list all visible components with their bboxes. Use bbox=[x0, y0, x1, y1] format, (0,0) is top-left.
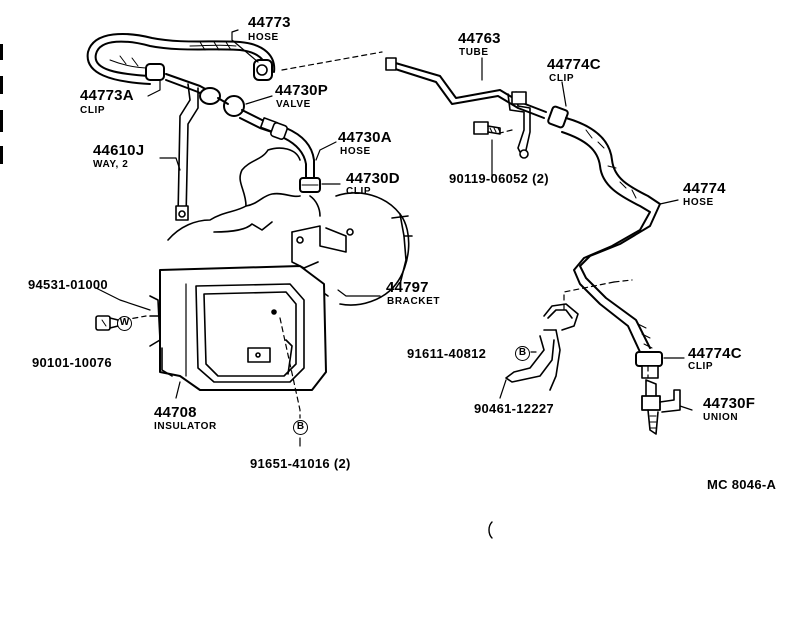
part-number-44797: 44797 bbox=[386, 279, 429, 296]
part-name-44797: BRACKET bbox=[387, 296, 441, 307]
part-name-44730a: HOSE bbox=[340, 146, 371, 157]
part-name-44730d: CLIP bbox=[346, 186, 372, 197]
part-name-44730f: UNION bbox=[703, 412, 739, 423]
part-number-44730d: 44730D bbox=[346, 170, 400, 187]
stray-mark bbox=[488, 521, 493, 539]
code-90101-10076: 90101-10076 bbox=[32, 355, 112, 370]
scan-edge-mark bbox=[0, 76, 3, 94]
part-number-44773: 44773 bbox=[248, 14, 291, 31]
insulator-44708-drawing bbox=[149, 265, 327, 391]
part-number-44610j: 44610J bbox=[93, 142, 145, 159]
part-name-44774c-top: CLIP bbox=[549, 73, 575, 84]
part-name-44708: INSULATOR bbox=[154, 421, 217, 432]
part-name-44773a: CLIP bbox=[80, 105, 106, 116]
part-name-44774c-bottom: CLIP bbox=[688, 361, 714, 372]
part-number-44708: 44708 bbox=[154, 404, 197, 421]
part-number-44774c-bottom: 44774C bbox=[688, 345, 742, 362]
code-91651-41016: 91651-41016 (2) bbox=[250, 456, 351, 471]
part-number-44730a: 44730A bbox=[338, 129, 392, 146]
part-number-44763: 44763 bbox=[458, 30, 501, 47]
scan-edge-mark bbox=[0, 44, 3, 60]
bolt-90119-drawing bbox=[473, 121, 501, 135]
way-44610j-drawing bbox=[175, 83, 199, 221]
part-number-44730p: 44730P bbox=[275, 82, 328, 99]
part-name-44774: HOSE bbox=[683, 197, 714, 208]
diagram-reference-code: MC 8046-A bbox=[707, 477, 777, 492]
union-44730f-drawing bbox=[641, 379, 681, 435]
scan-edge-mark bbox=[0, 146, 3, 164]
leader-lines bbox=[95, 29, 693, 447]
part-name-44773: HOSE bbox=[248, 32, 279, 43]
marker-b: B bbox=[515, 346, 530, 361]
bracket-90461-drawing bbox=[505, 303, 579, 391]
part-number-44773a: 44773A bbox=[80, 87, 134, 104]
hose-44773-drawing bbox=[86, 33, 276, 103]
bolt-90101-drawing bbox=[95, 315, 119, 331]
hose-44774-drawing bbox=[561, 117, 663, 379]
marker-w: W bbox=[117, 316, 132, 331]
code-94531-01000: 94531-01000 bbox=[28, 277, 108, 292]
valve-44730p-drawing bbox=[199, 87, 287, 137]
marker-b: B bbox=[293, 420, 308, 435]
part-name-44730p: VALVE bbox=[276, 99, 311, 110]
code-90461-12227: 90461-12227 bbox=[474, 401, 554, 416]
code-91611-40812: 91611-40812 bbox=[407, 346, 487, 361]
part-name-44763: TUBE bbox=[459, 47, 489, 58]
code-90119-06052: 90119-06052 (2) bbox=[449, 171, 549, 186]
part-number-44774c-top: 44774C bbox=[547, 56, 601, 73]
part-name-44610j: WAY, 2 bbox=[93, 159, 129, 170]
hose-44730a-drawing bbox=[270, 122, 321, 193]
part-number-44730f: 44730F bbox=[703, 395, 756, 412]
part-number-44774: 44774 bbox=[683, 180, 726, 197]
scan-edge-mark bbox=[0, 110, 3, 132]
tube-44763-drawing bbox=[385, 57, 569, 159]
